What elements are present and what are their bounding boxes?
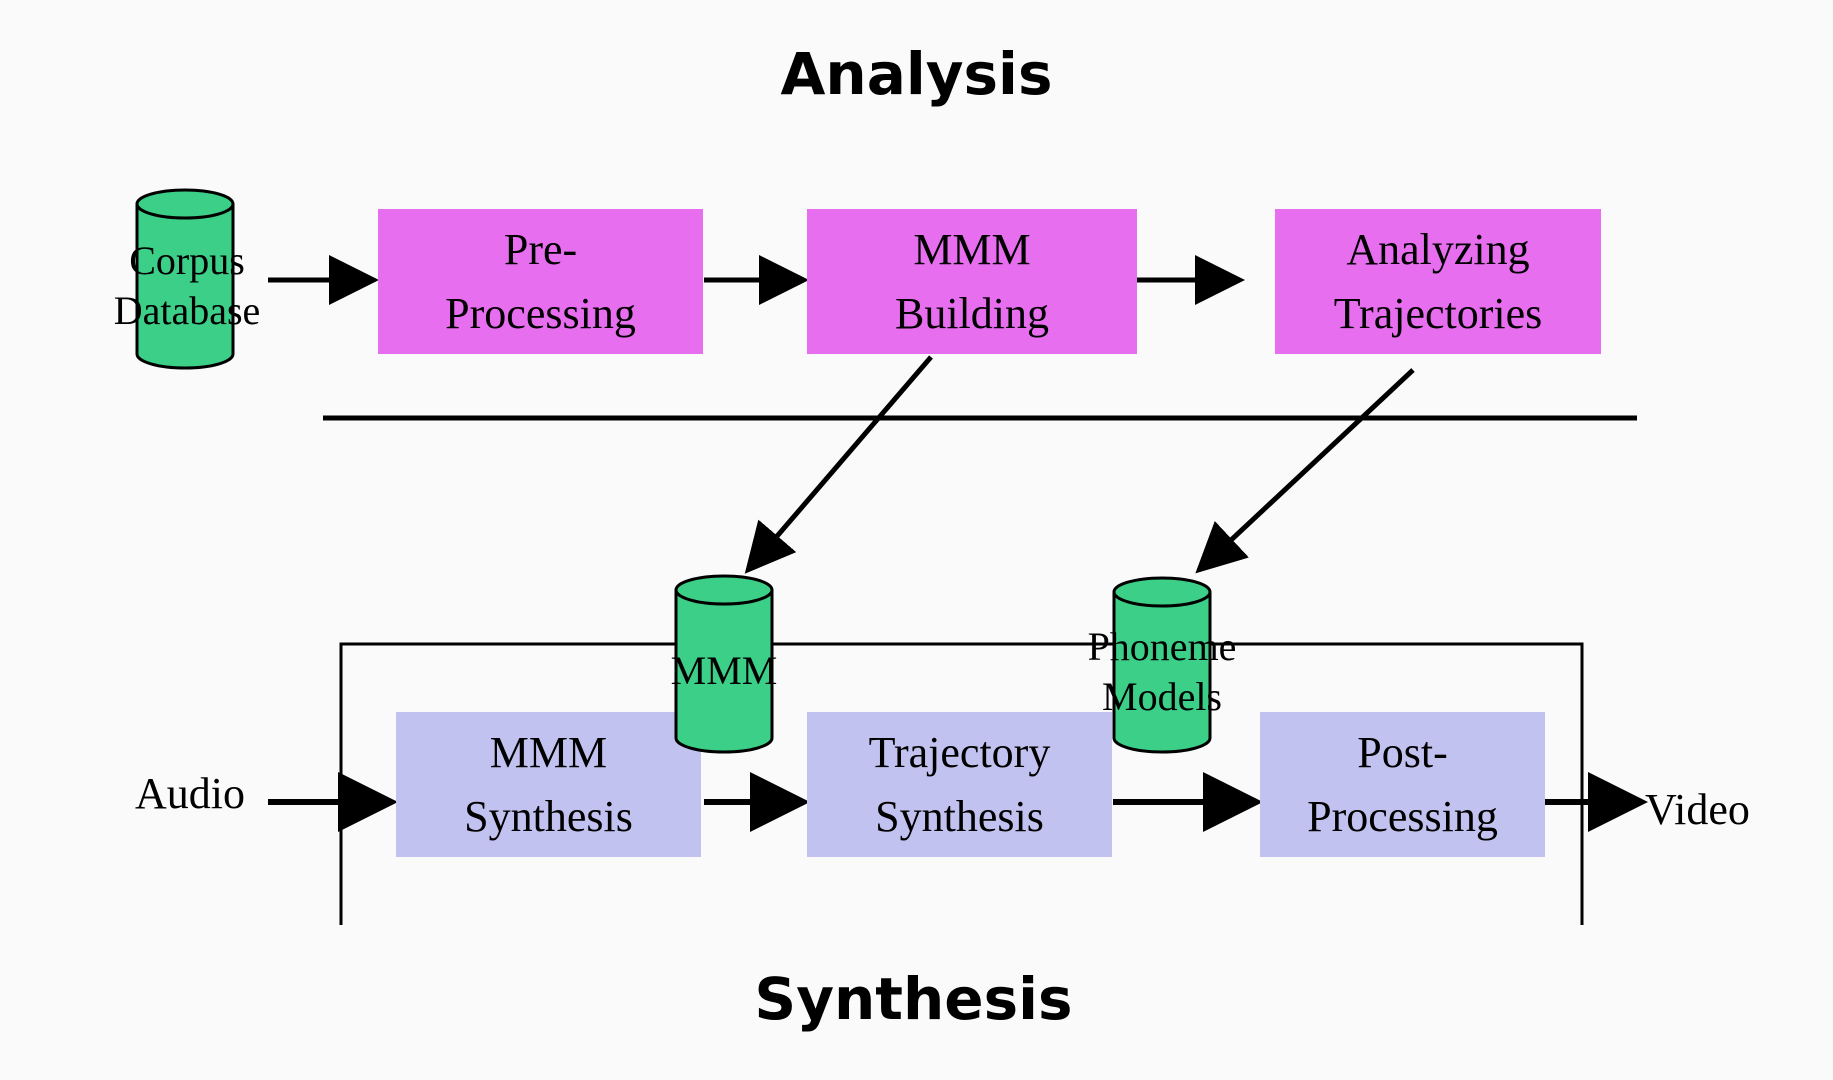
mmm-synthesis-box: MMM Synthesis xyxy=(396,712,701,857)
mmm-database-label: MMM xyxy=(670,648,778,693)
trajectory-synthesis-box: Trajectory Synthesis xyxy=(807,712,1112,857)
corpus-database-icon xyxy=(135,188,235,370)
analyzing-trajectories-box: Analyzing Trajectories xyxy=(1275,209,1601,354)
audio-input-label: Audio xyxy=(135,769,245,818)
post-processing-box: Post- Processing xyxy=(1260,712,1545,857)
mmm-database-icon xyxy=(674,574,774,754)
phoneme-models-icon xyxy=(1112,576,1212,754)
preprocessing-box: Pre- Processing xyxy=(378,209,703,354)
arrow-mmm-building-to-mmm-db xyxy=(744,355,933,574)
analysis-title: Analysis xyxy=(780,40,1053,108)
synthesis-title: Synthesis xyxy=(754,965,1073,1033)
mmm-building-box: MMM Building xyxy=(807,209,1137,354)
arrow-analyzing-to-phoneme-models xyxy=(1195,368,1415,574)
corpus-database-label: Corpus Database xyxy=(113,238,261,333)
phoneme-models-label: Phoneme Models xyxy=(1087,624,1237,719)
video-output-label: Video xyxy=(1645,785,1750,834)
